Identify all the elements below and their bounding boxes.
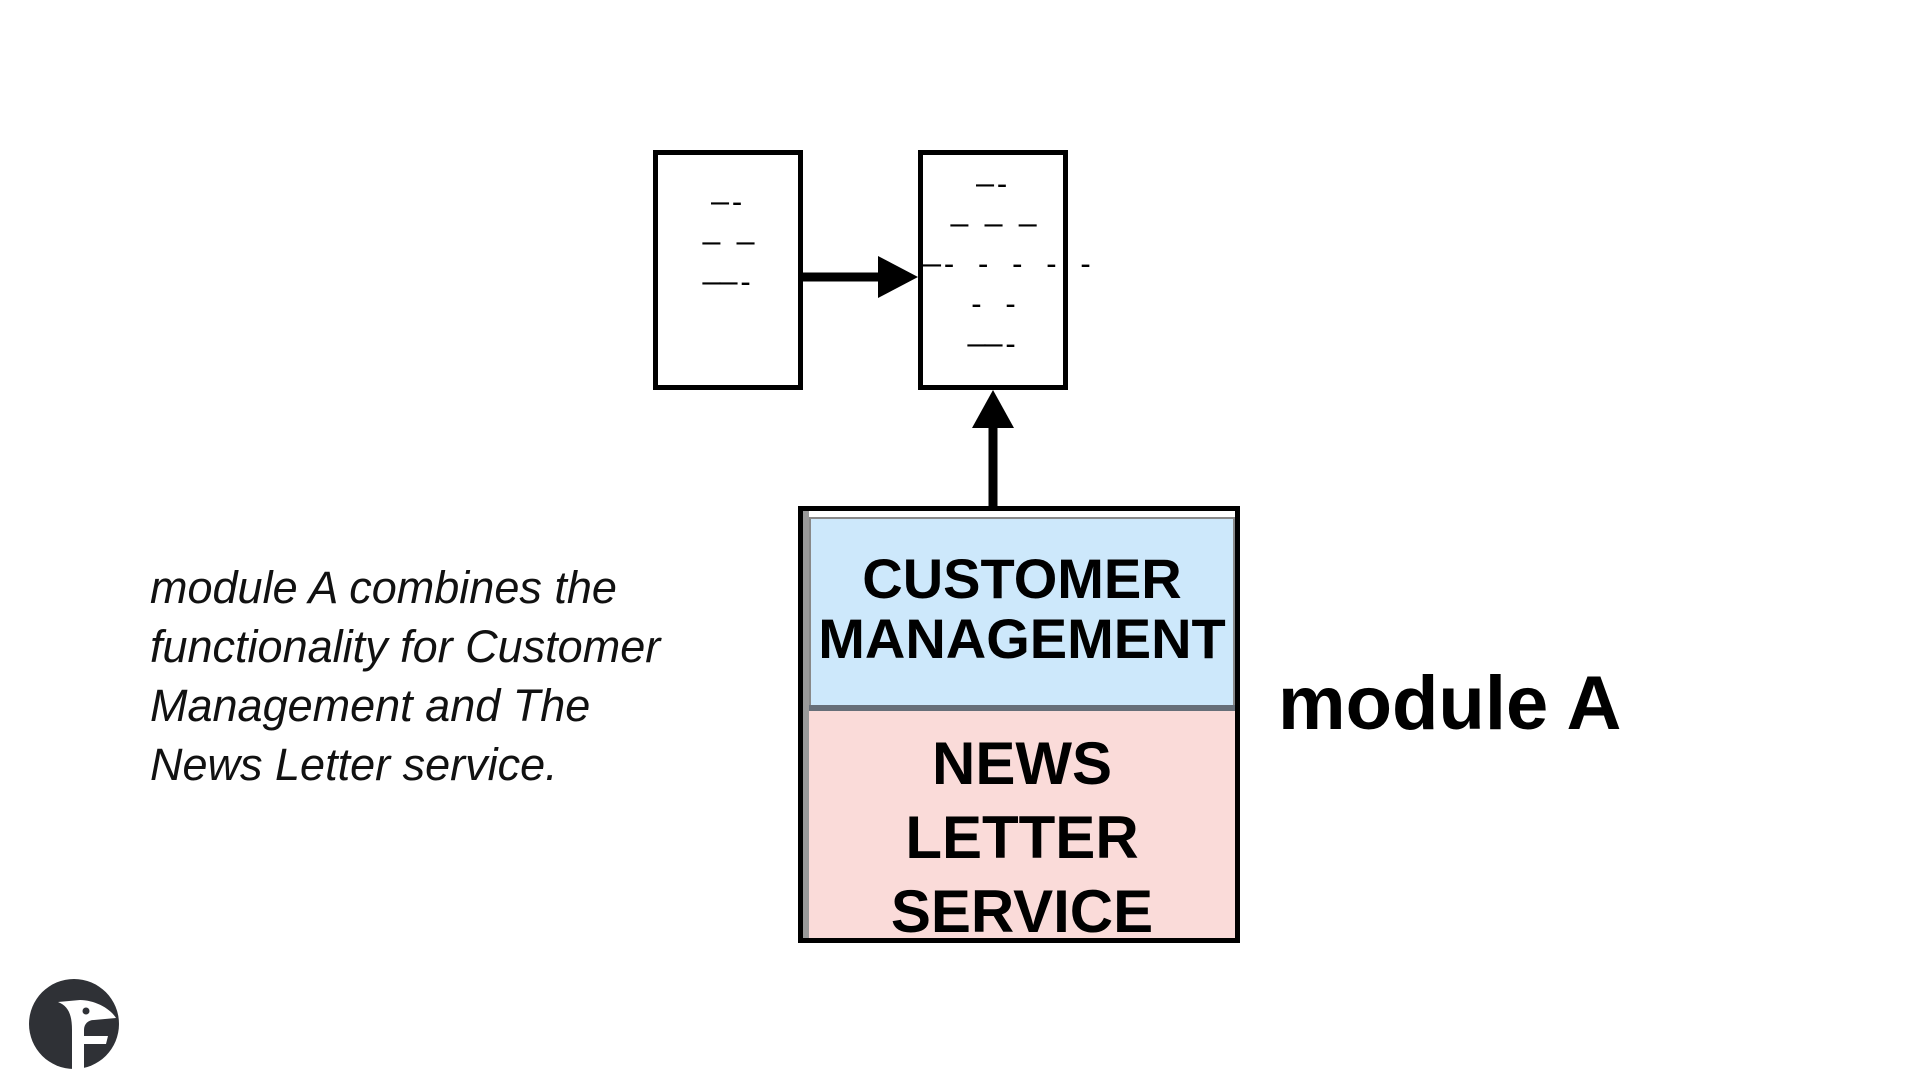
logo-bird-eye <box>82 1007 90 1015</box>
bird-logo-icon <box>29 979 119 1070</box>
arrow-left-to-right-head <box>878 256 918 298</box>
customer-management-section: CUSTOMER MANAGEMENT <box>809 517 1235 705</box>
module-box-left-edge <box>803 511 809 938</box>
customer-management-label: CUSTOMER MANAGEMENT <box>818 547 1226 670</box>
arrow-module-to-document <box>972 390 1014 506</box>
description-text: module A combines the functionality for … <box>150 562 661 790</box>
logo-bird-shape <box>58 1000 116 1070</box>
arrow-left-to-right <box>803 256 918 298</box>
module-a-box: CUSTOMER MANAGEMENT NEWS LETTER SERVICE <box>798 506 1240 945</box>
newsletter-service-label: NEWS LETTER SERVICE <box>890 730 1154 945</box>
document-right: —- — — — —- - - - - - - ——- <box>918 150 1095 390</box>
document-right-lines: —- — — — —- - - - - - - ——- <box>923 167 1095 362</box>
section-divider <box>809 705 1235 711</box>
document-left: —- — — ——- <box>653 150 803 390</box>
document-left-lines: —- — — ——- <box>702 185 754 300</box>
arrow-module-to-document-head <box>972 390 1014 428</box>
newsletter-service-section: NEWS LETTER SERVICE <box>809 711 1235 945</box>
module-a-label: module A <box>1278 661 1622 746</box>
